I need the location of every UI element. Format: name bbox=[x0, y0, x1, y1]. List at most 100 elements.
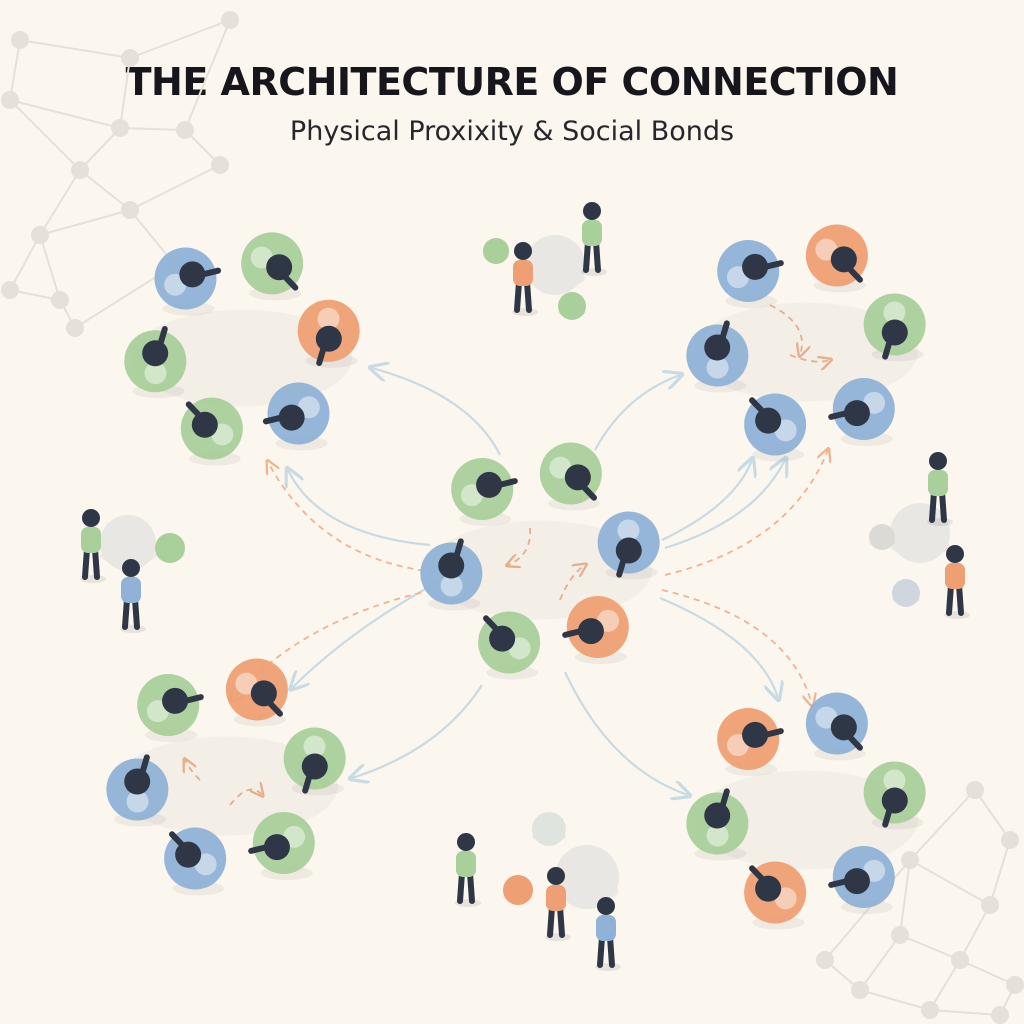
shirt-highlight bbox=[144, 362, 167, 385]
dashed-arrow-top-right bbox=[664, 450, 828, 576]
table-top bbox=[892, 579, 920, 607]
network-node bbox=[851, 981, 869, 999]
background-network bbox=[1, 11, 1024, 1024]
dashed-arrow-bl-inner-2 bbox=[229, 789, 262, 806]
leg bbox=[939, 489, 947, 523]
head bbox=[266, 254, 293, 281]
arrow-to-top-left-2 bbox=[288, 470, 431, 547]
shirt-highlight bbox=[440, 574, 463, 597]
network-node bbox=[111, 119, 129, 137]
bottom-right-circle bbox=[686, 692, 926, 930]
bottom-left-circle bbox=[106, 658, 346, 896]
network-node bbox=[1, 91, 19, 109]
network-node bbox=[966, 781, 984, 799]
network-node bbox=[816, 951, 834, 969]
table-top bbox=[155, 533, 185, 563]
head bbox=[476, 471, 503, 498]
network-node bbox=[51, 291, 69, 309]
torso bbox=[513, 260, 533, 286]
network-node bbox=[66, 319, 84, 337]
head bbox=[142, 340, 169, 367]
torso bbox=[456, 851, 476, 877]
network-node bbox=[121, 49, 139, 67]
network-node bbox=[991, 1006, 1009, 1024]
network-edge bbox=[119, 127, 186, 131]
network-edge bbox=[859, 989, 931, 1011]
leg bbox=[557, 904, 565, 938]
table-top bbox=[555, 845, 619, 909]
head bbox=[583, 202, 601, 220]
head bbox=[278, 404, 305, 431]
table-top bbox=[525, 235, 585, 295]
arrow-to-bottom-right-2 bbox=[564, 671, 688, 795]
torso bbox=[596, 915, 616, 941]
head bbox=[547, 867, 565, 885]
table-top bbox=[869, 524, 895, 550]
central-circle bbox=[420, 442, 660, 680]
head bbox=[929, 452, 947, 470]
network-edge bbox=[79, 127, 121, 171]
head bbox=[881, 787, 908, 814]
dashed-arrow-tr-inner bbox=[769, 304, 802, 355]
shirt-highlight bbox=[883, 769, 906, 792]
head bbox=[122, 559, 140, 577]
leg bbox=[457, 870, 465, 904]
network-edge bbox=[9, 234, 41, 291]
network-edge bbox=[959, 959, 1016, 986]
network-node bbox=[951, 951, 969, 969]
head bbox=[830, 246, 857, 273]
head bbox=[755, 407, 782, 434]
head bbox=[250, 680, 277, 707]
arrow-to-bottom-right bbox=[659, 596, 778, 698]
network-node bbox=[71, 161, 89, 179]
head bbox=[438, 552, 465, 579]
network-edge bbox=[129, 164, 221, 211]
network-edge bbox=[909, 789, 976, 861]
head bbox=[301, 753, 328, 780]
network-node bbox=[981, 896, 999, 914]
dashed-arrow-top-left bbox=[268, 462, 436, 573]
network-edge bbox=[9, 99, 121, 129]
head bbox=[162, 687, 189, 714]
network-node bbox=[921, 1001, 939, 1019]
network-edge bbox=[19, 39, 131, 59]
head bbox=[742, 721, 769, 748]
network-edge bbox=[929, 959, 961, 1011]
head bbox=[704, 802, 731, 829]
arrow-to-top-right-2 bbox=[664, 460, 785, 550]
top-small-group bbox=[483, 202, 607, 320]
leg bbox=[607, 934, 615, 968]
network-edge bbox=[79, 169, 131, 211]
head bbox=[704, 334, 731, 361]
network-edge bbox=[9, 99, 81, 171]
head bbox=[82, 509, 100, 527]
leg bbox=[92, 546, 100, 580]
network-edge bbox=[909, 859, 991, 906]
torso bbox=[945, 563, 965, 589]
network-edge bbox=[129, 19, 231, 59]
network-node bbox=[176, 121, 194, 139]
head bbox=[843, 868, 870, 895]
dashed-arrow-hub-1 bbox=[508, 527, 531, 565]
network-edge bbox=[39, 209, 131, 236]
torso bbox=[121, 577, 141, 603]
arrow-to-top-left bbox=[372, 368, 501, 456]
network-node bbox=[891, 926, 909, 944]
network-node bbox=[211, 156, 229, 174]
network-edge bbox=[9, 39, 21, 101]
right-small-group bbox=[869, 452, 970, 619]
table-top bbox=[558, 292, 586, 320]
head bbox=[597, 897, 615, 915]
network-edge bbox=[859, 934, 901, 991]
network-node bbox=[31, 226, 49, 244]
torso bbox=[546, 885, 566, 911]
leg bbox=[524, 279, 532, 313]
head bbox=[742, 253, 769, 280]
leg bbox=[593, 239, 601, 273]
network-edge bbox=[899, 934, 961, 961]
left-small-group bbox=[80, 509, 185, 633]
head bbox=[124, 768, 151, 795]
leg bbox=[583, 239, 591, 273]
head bbox=[843, 400, 870, 427]
